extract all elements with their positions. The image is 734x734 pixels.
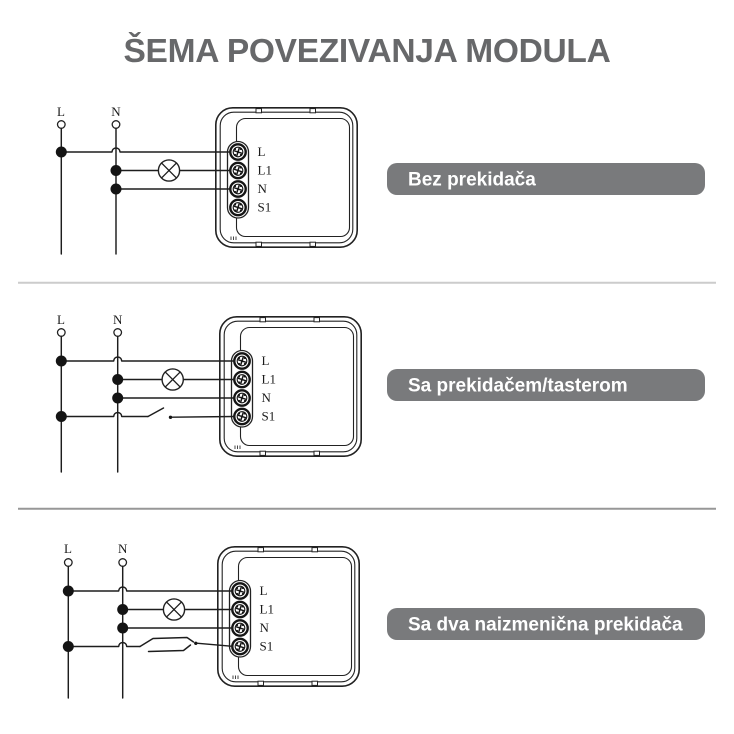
badge-label: Sa prekidačem/tasterom bbox=[408, 376, 628, 397]
switch-lever bbox=[147, 407, 165, 418]
section-badge bbox=[387, 608, 705, 640]
switch-feed-wire bbox=[60, 411, 149, 418]
switch-contact-dot bbox=[168, 415, 173, 419]
neutral-wire-label: N bbox=[118, 541, 128, 556]
section-badge bbox=[387, 163, 705, 195]
junction-dot bbox=[55, 355, 67, 367]
junction-dot bbox=[110, 183, 122, 195]
junction-dot bbox=[55, 146, 67, 158]
junction-dot bbox=[62, 641, 74, 652]
two-way-switch-icon bbox=[67, 636, 234, 653]
switch-to-s1-wire bbox=[171, 415, 236, 418]
live-wire-label: L bbox=[57, 104, 65, 119]
badge-label: Sa dva naizmenična prekidača bbox=[408, 615, 683, 636]
live-to-l-terminal-wire bbox=[67, 586, 234, 592]
junction-dot bbox=[112, 392, 124, 404]
page-title: ŠEMA POVEZIVANJA MODULA bbox=[124, 31, 611, 70]
switch-traveler-top bbox=[139, 636, 195, 648]
live-to-l-terminal-wire bbox=[60, 147, 232, 153]
section-badge bbox=[387, 369, 705, 401]
switch-feed-wire bbox=[67, 641, 141, 648]
switch-to-s1-wire bbox=[195, 642, 234, 648]
live-wire-label: L bbox=[57, 312, 65, 327]
junction-dot bbox=[117, 604, 129, 615]
switch-icon bbox=[60, 407, 236, 419]
neutral-wire-label: N bbox=[113, 312, 123, 327]
section-sa-prekidacem: L N Sa prekidačem/tasterom bbox=[55, 312, 705, 473]
junction-dot bbox=[62, 585, 74, 597]
junction-dot bbox=[112, 374, 124, 385]
section-sa-dva-prekidaca: L N Sa dva naizmenična prekidača bbox=[62, 541, 705, 699]
live-to-l-terminal-wire bbox=[60, 356, 236, 362]
live-wire-label: L bbox=[64, 541, 72, 556]
junction-dot bbox=[117, 622, 129, 634]
junction-dot bbox=[110, 165, 122, 176]
badge-label: Bez prekidača bbox=[408, 170, 536, 191]
switch-traveler-bottom bbox=[147, 644, 192, 653]
section-bez-prekidaca: L N Bez prekidača bbox=[55, 104, 705, 255]
junction-dot bbox=[55, 411, 67, 422]
neutral-wire-label: N bbox=[111, 104, 121, 119]
